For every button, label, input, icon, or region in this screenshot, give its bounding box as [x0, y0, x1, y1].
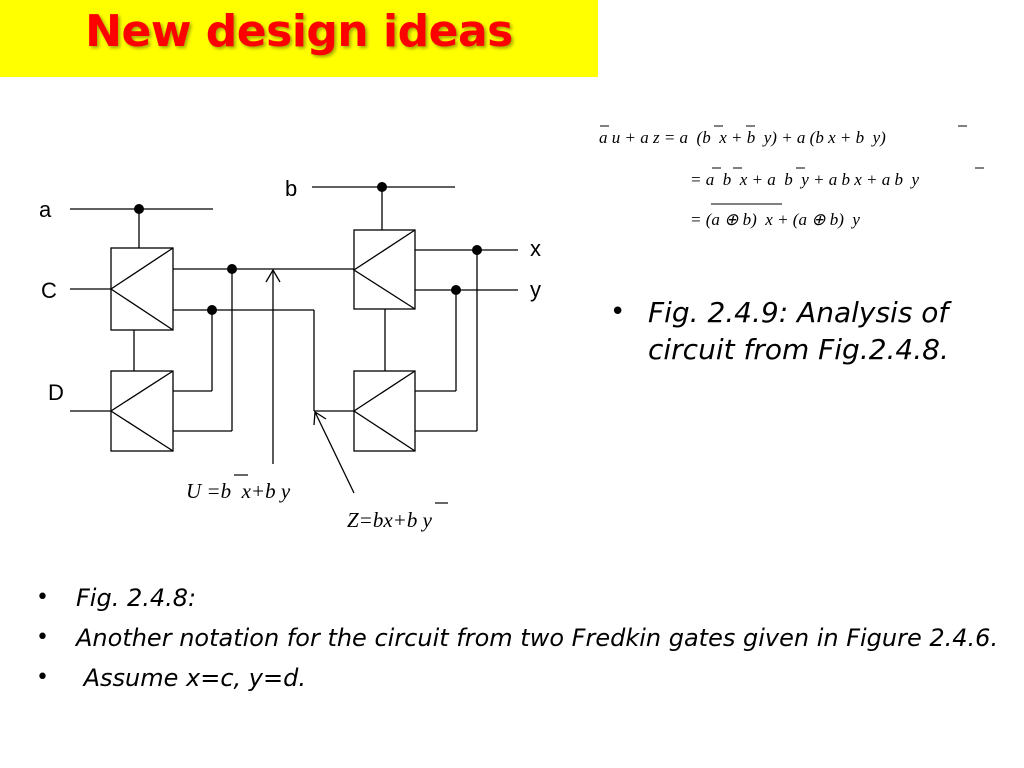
gate-bottom-right-triangle: [352, 370, 416, 452]
bullet-assume: • Assume x=c, y=d.: [32, 662, 1012, 694]
gate-top-left: [110, 247, 174, 331]
gate-top-right-triangle: [352, 229, 416, 310]
bottom-bullet-list: • Fig. 2.4.8: • Another notation for the c…: [32, 582, 1012, 702]
gate-bottom-left-triangle: [109, 370, 174, 452]
bullet-text: Fig. 2.4.8:: [76, 584, 197, 612]
gate-bottom-left: [110, 370, 174, 452]
bullet-text: Assume x=c, y=d.: [76, 664, 306, 692]
bullet-fig-249: • Fig. 2.4.9: Analysis of circuit from Fi…: [610, 294, 1012, 368]
output-x-label: x: [530, 236, 541, 261]
bullet-dot: •: [610, 297, 626, 327]
u-formula: U =b x+b y: [186, 479, 291, 503]
equation-line-1: a u + a z = a (b x + b y) + a (b x + b y…: [599, 128, 886, 147]
equation-line-3: = (a ⊕ b) x + (a ⊕ b) y: [690, 210, 860, 229]
bullet-dot: •: [36, 625, 49, 650]
input-b-label: b: [285, 176, 297, 201]
bullet-dot: •: [36, 585, 49, 610]
bullet-notation: • Another notation for the circuit from t…: [32, 622, 1012, 654]
input-d-label: D: [48, 380, 64, 405]
bullet-text: Fig. 2.4.9: Analysis of circuit from Fig…: [648, 296, 949, 366]
input-a-label: a: [39, 197, 52, 222]
input-c-label: C: [41, 278, 57, 303]
slide-title: New design ideas: [85, 6, 513, 57]
gate-top-left-triangle: [109, 247, 174, 331]
gate-bottom-right: [353, 370, 416, 452]
bullet-text: Another notation for the circuit from tw…: [76, 624, 999, 652]
z-formula: Z=bx+b y: [347, 508, 433, 532]
equation-line-2: = a b x + a b y + a b x + a b y: [690, 170, 920, 189]
title-banner: New design ideas: [0, 0, 598, 77]
bullet-dot: •: [36, 665, 49, 690]
bullet-fig-248: • Fig. 2.4.8:: [32, 582, 1012, 614]
gate-top-right: [353, 229, 416, 310]
right-bullet-list: • Fig. 2.4.9: Analysis of circuit from Fi…: [610, 294, 1012, 368]
output-y-label: y: [530, 277, 541, 302]
